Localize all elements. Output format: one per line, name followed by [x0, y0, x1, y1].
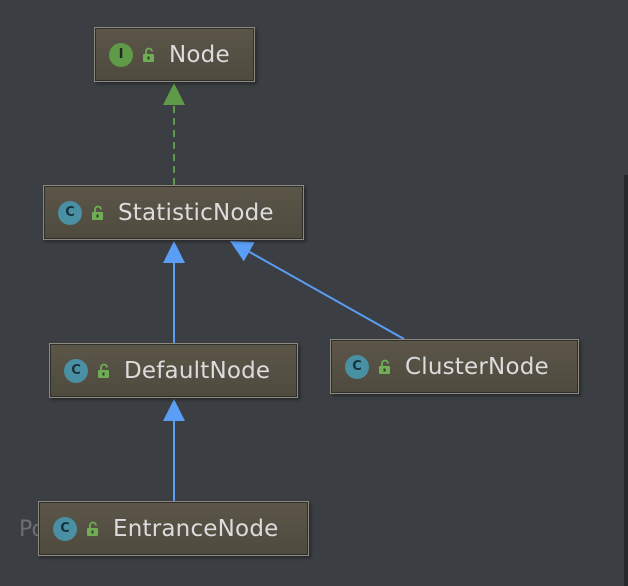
cluster-node-class-box[interactable]: C ClusterNode	[330, 339, 579, 394]
unlock-icon	[143, 47, 154, 62]
interface-badge-icon: I	[109, 42, 133, 67]
arrowhead-implements-icon	[163, 83, 185, 105]
statistic-node-label: StatisticNode	[118, 199, 274, 226]
node-interface-box[interactable]: I Node	[94, 27, 255, 82]
node-label: Node	[169, 41, 230, 68]
cluster-node-label: ClusterNode	[405, 353, 549, 380]
arrowhead-extends-icon	[163, 241, 185, 263]
class-badge-icon: C	[345, 354, 369, 379]
class-badge-icon: C	[64, 358, 88, 383]
unlock-icon	[87, 521, 98, 536]
arrowhead-extends-icon	[230, 241, 255, 262]
class-badge-icon: C	[53, 516, 77, 541]
default-node-class-box[interactable]: C DefaultNode	[49, 343, 298, 398]
statistic-node-class-box[interactable]: C StatisticNode	[43, 185, 304, 240]
entrance-node-label: EntranceNode	[113, 515, 279, 542]
arrowhead-extends-icon	[163, 399, 185, 421]
default-node-label: DefaultNode	[124, 357, 271, 384]
right-edge-strip	[624, 175, 628, 586]
entrance-node-class-box[interactable]: C EntranceNode	[38, 501, 309, 556]
unlock-icon	[98, 363, 109, 378]
class-badge-icon: C	[58, 200, 82, 225]
edge-line-cluster-node-to-statistic-node	[248, 250, 405, 340]
unlock-icon	[379, 359, 390, 374]
unlock-icon	[92, 205, 103, 220]
